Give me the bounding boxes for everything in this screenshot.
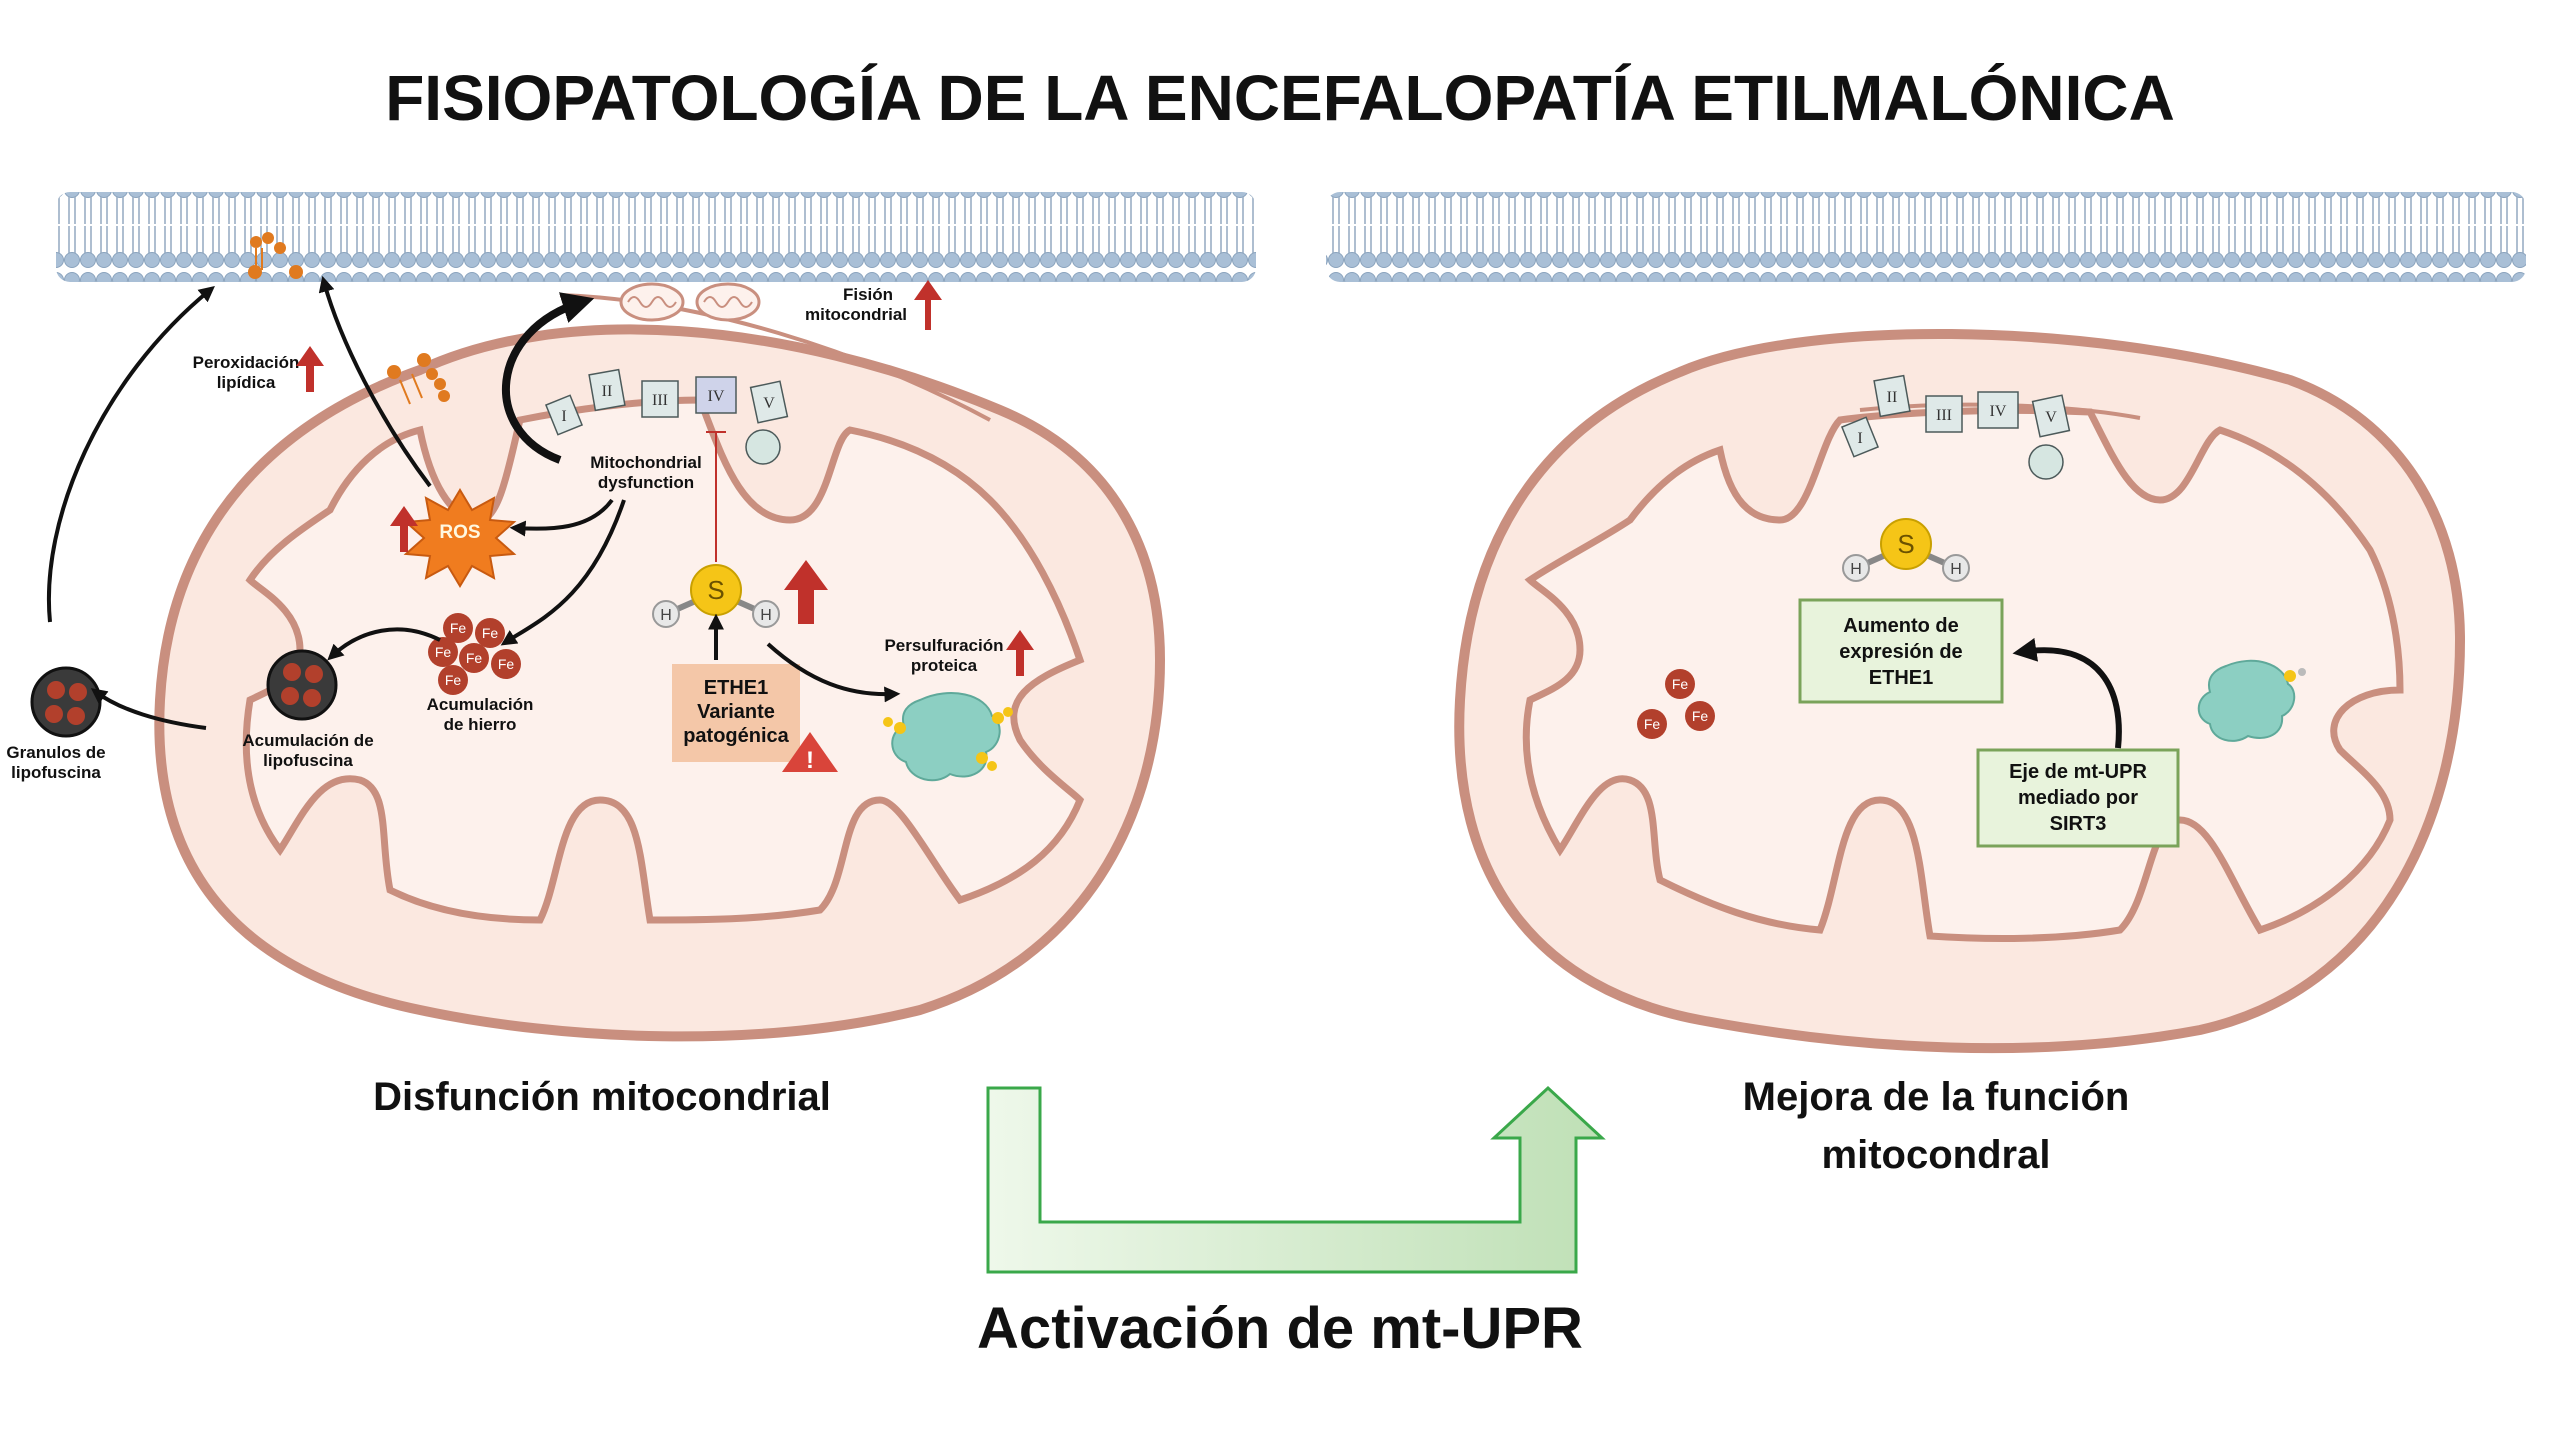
protein-icon-right	[2197, 659, 2306, 742]
sulfur-atom-left: S	[707, 575, 724, 605]
complex-v-label-right: V	[2045, 409, 2057, 426]
atp-synthase-head-right	[2028, 444, 2064, 480]
complex-iv-label-right: IV	[1990, 403, 2007, 420]
complex-iv-label: IV	[708, 388, 725, 405]
ros-burst	[403, 488, 517, 588]
iron-symbol-4: Fe	[466, 650, 483, 666]
cell-membrane-left	[56, 192, 1256, 282]
left-panel-caption: Disfunción mitocondrial	[373, 1075, 831, 1119]
ros-label: ROS	[439, 522, 480, 543]
etc-complexes-right: I II III IV V	[1840, 374, 2071, 480]
ethe1-label-line2: Variante	[697, 701, 775, 723]
warning-icon-mark: !	[806, 747, 814, 774]
complex-v-box	[749, 380, 789, 424]
complex-ii-label-right: II	[1887, 389, 1898, 406]
peroxidation-up-arrow	[296, 346, 324, 392]
complex-iii-box	[641, 380, 679, 418]
hydrogen-atom-right-a: H	[1850, 561, 1862, 578]
sirt3-to-ethe1-arrow	[2012, 637, 2122, 749]
persulf-label-line2: proteica	[911, 656, 978, 675]
fission-up-arrow	[914, 280, 942, 330]
granules-label-line2: lipofuscina	[11, 763, 101, 782]
ethe1-box-line2: expresión de	[1839, 641, 1962, 663]
ethe1-expression-box	[1798, 598, 2004, 704]
ethe1-label-line1: ETHE1	[704, 677, 768, 699]
lipofuscin-acc-label-line1: Acumulación de	[242, 731, 373, 750]
fission-label-line2: mitocondrial	[805, 305, 907, 324]
mito-dysfunction-label-line1: Mitochondrial	[590, 453, 701, 472]
atp-synthase-head	[745, 429, 781, 465]
sirt3-axis-box	[1976, 748, 2180, 848]
iron-symbol-6: Fe	[445, 672, 462, 688]
h2s-molecule-left	[652, 564, 780, 628]
mito-dysfunction-label-line2: dysfunction	[598, 473, 694, 492]
ethe1-variant-box	[672, 664, 800, 762]
iron-cluster	[428, 613, 521, 695]
mt-upr-flow-arrow	[986, 1085, 1606, 1274]
bottom-activation-label: Activación de mt-UPR	[977, 1296, 1583, 1361]
ethe1-label-line3: patogénica	[683, 725, 789, 747]
h2s-up-arrow	[784, 560, 828, 624]
complex-i-label-right: I	[1857, 430, 1862, 447]
iron-right-symbol-3: Fe	[1692, 708, 1709, 724]
complex-ii-label: II	[602, 383, 613, 400]
sirt3-box-line1: Eje de mt-UPR	[2009, 761, 2147, 783]
etc-complexes-left: I II III IV V	[544, 368, 789, 465]
complex-i-box	[544, 394, 584, 436]
complex-v-label: V	[763, 395, 775, 412]
right-panel-caption-line2: mitocondral	[1822, 1133, 2051, 1177]
complex-v-box-right	[2031, 394, 2071, 438]
complex-ii-box-right	[1873, 374, 1911, 418]
fission-label-line1: Fisión	[843, 285, 893, 304]
complex-iii-box-right	[1925, 395, 1963, 433]
hydrogen-atom-right-b: H	[1950, 561, 1962, 578]
iron-right	[1637, 669, 1715, 739]
hydrogen-atom-left-a: H	[660, 607, 672, 624]
ethe1-box-line1: Aumento de	[1843, 615, 1959, 637]
iron-symbol-1: Fe	[450, 620, 467, 636]
ethe1-box-line3: ETHE1	[1869, 667, 1933, 689]
page-title: FISIOPATOLOGÍA DE LA ENCEFALOPATÍA ETILM…	[385, 62, 2175, 134]
persulf-label-line1: Persulfuración	[884, 636, 1003, 655]
lipid-peroxidation-molecule-inner	[387, 353, 450, 405]
sulfur-atom-right: S	[1897, 529, 1914, 559]
ros-up-arrow	[390, 506, 418, 552]
granules-label-line1: Granulos de	[6, 743, 105, 762]
lipofuscin-acc-label-line2: lipofuscina	[263, 751, 353, 770]
iron-label-line2: de hierro	[444, 715, 517, 734]
persulfurated-protein-icon	[883, 692, 1013, 782]
complex-i-label: I	[561, 408, 566, 425]
sirt3-box-line3: SIRT3	[2050, 813, 2107, 835]
complex-iii-label: III	[652, 392, 668, 409]
complex-iii-label-right: III	[1936, 407, 1952, 424]
right-panel-caption-line1: Mejora de la función	[1743, 1075, 2130, 1119]
hydrogen-atom-left-b: H	[760, 607, 772, 624]
lipofuscin-accumulation-icon	[266, 649, 338, 721]
iron-right-symbol-1: Fe	[1672, 676, 1689, 692]
cell-membrane-right	[1326, 192, 2526, 282]
peroxidation-label-line2: lipídica	[217, 373, 276, 392]
iron-symbol-3: Fe	[435, 644, 452, 660]
lipofuscin-granules-icon	[30, 666, 102, 738]
complex-iv-box-right	[1977, 391, 2019, 429]
peroxidation-label-line1: Peroxidación	[193, 353, 300, 372]
warning-icon	[782, 732, 838, 772]
h2s-molecule-right	[1842, 518, 1970, 582]
iron-right-symbol-2: Fe	[1644, 716, 1661, 732]
iron-symbol-2: Fe	[482, 625, 499, 641]
persulf-up-arrow	[1006, 630, 1034, 676]
fission-mitochondria-icons	[619, 282, 761, 322]
pathway-arrows-left	[47, 275, 901, 730]
iron-symbol-5: Fe	[498, 656, 515, 672]
lipid-peroxidation-molecule-membrane	[248, 232, 303, 279]
complex-iv-box	[695, 376, 737, 414]
sirt3-box-line2: mediado por	[2018, 787, 2138, 809]
iron-label-line1: Acumulación	[427, 695, 534, 714]
complex-ii-box	[588, 368, 626, 412]
complex-i-box-right	[1840, 416, 1880, 458]
